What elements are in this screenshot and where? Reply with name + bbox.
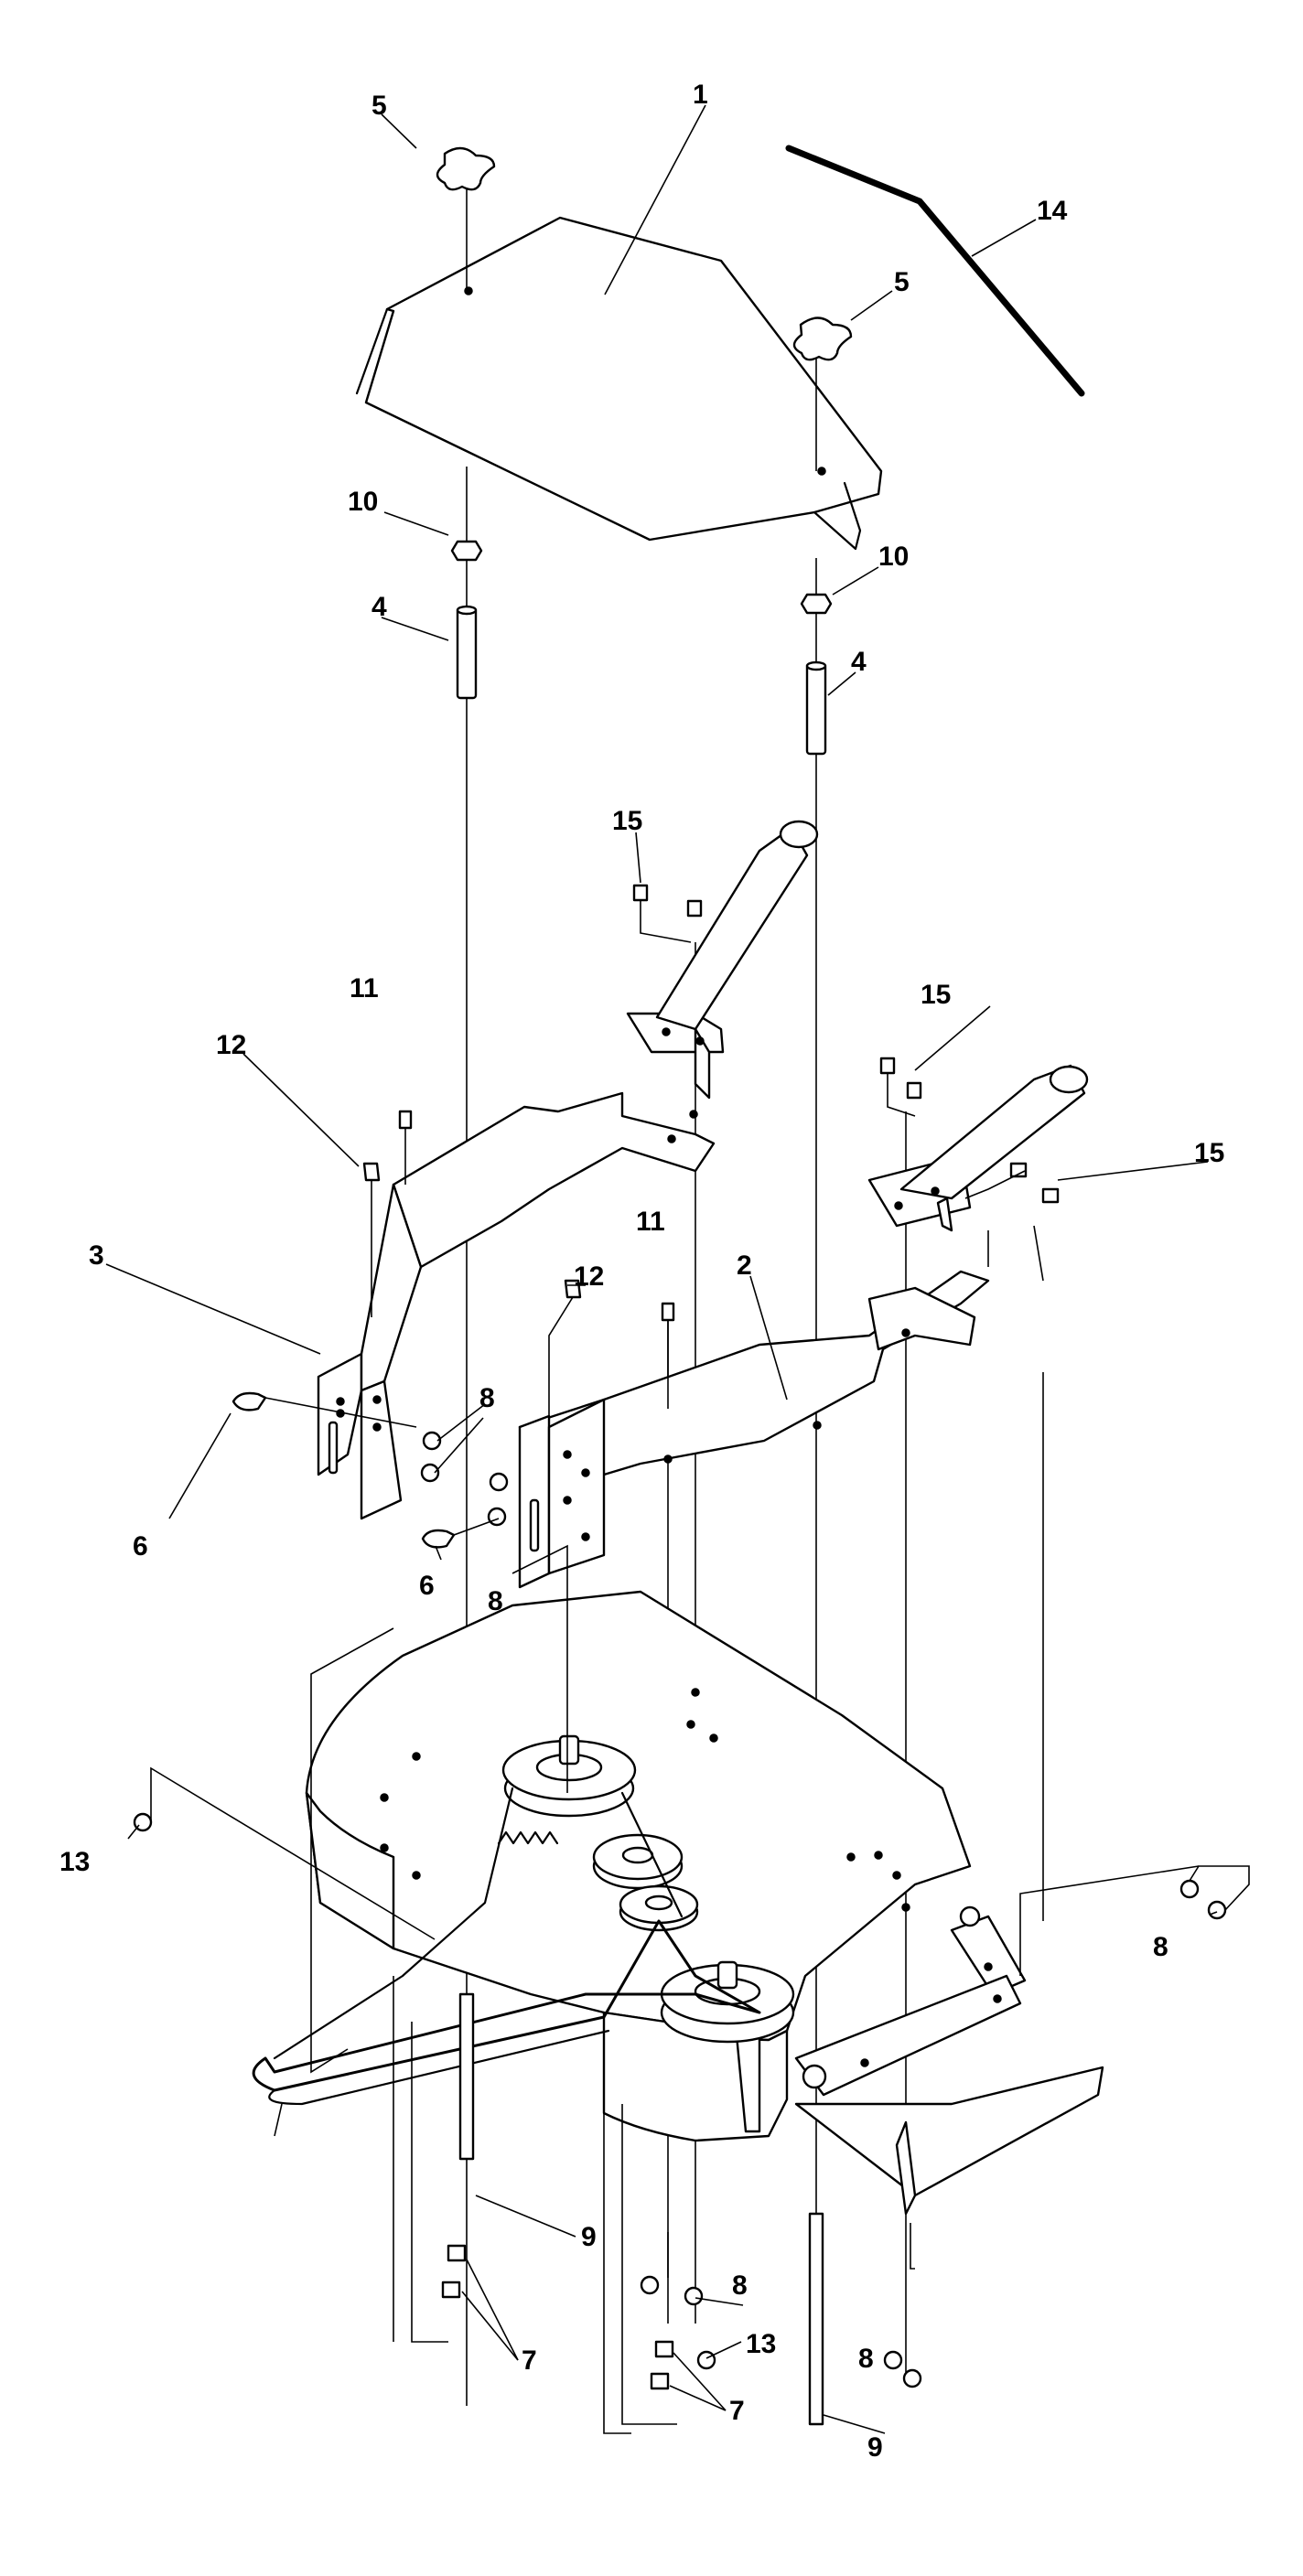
handle-rod-part (785, 145, 1085, 397)
mower-deck-housing (305, 1590, 1104, 2216)
handle-mount-upper (626, 820, 819, 1100)
callout-5-right: 5 (894, 267, 910, 297)
callout-labels: 1 5 5 14 10 10 4 4 15 15 15 11 11 12 12 … (59, 80, 1224, 2463)
callout-3: 3 (89, 1240, 104, 1271)
drive-pulley-large (501, 1734, 637, 1818)
callout-4-right: 4 (851, 647, 867, 677)
bolt-parts-15 (632, 884, 1060, 1204)
drive-belt (252, 1787, 761, 2106)
deck-latch-bracket (794, 1905, 1027, 2097)
callout-8-lower-right: 8 (858, 2344, 874, 2374)
callout-7-left: 7 (522, 2345, 537, 2376)
spacer-part-left (456, 605, 478, 700)
knob-part-left (436, 146, 496, 191)
callout-8-upper-left: 8 (479, 1383, 495, 1413)
callout-11-middle: 11 (636, 1207, 665, 1237)
top-cover-part (355, 216, 883, 551)
knob-part-right (792, 317, 853, 361)
callout-7-right: 7 (729, 2396, 745, 2426)
callout-15-right: 15 (1194, 1138, 1224, 1168)
mounting-bracket-part-3 (317, 1091, 716, 1520)
callout-9-right: 9 (867, 2432, 883, 2463)
callout-8-upper-middle: 8 (488, 1586, 503, 1616)
idler-pulley-small (619, 1884, 699, 1932)
callout-12-middle: 12 (574, 1261, 604, 1292)
callout-10-right: 10 (878, 542, 909, 572)
nut-part-left (450, 540, 483, 562)
callout-6-left: 6 (133, 1531, 148, 1562)
callout-9-left: 9 (581, 2222, 597, 2252)
spacer-part-right (805, 660, 827, 756)
callout-1: 1 (693, 80, 708, 110)
fasteners-upper (232, 1110, 675, 1549)
callout-11-left: 11 (350, 973, 379, 1004)
callout-2: 2 (737, 1250, 752, 1281)
callout-14: 14 (1037, 196, 1068, 226)
callout-6-middle: 6 (419, 1571, 435, 1601)
callout-15-middle: 15 (921, 980, 951, 1010)
callout-leader-lines (105, 104, 1218, 2434)
callout-12-left: 12 (216, 1030, 246, 1060)
callout-10-left: 10 (348, 487, 378, 517)
callout-13-left: 13 (59, 1847, 90, 1877)
tension-spring (497, 1830, 559, 1845)
callout-4-left: 4 (372, 592, 387, 622)
idler-pulley (592, 1833, 684, 1890)
callout-13-lower: 13 (746, 2329, 776, 2359)
callout-8-right: 8 (1153, 1932, 1168, 1962)
nut-part-right (800, 593, 833, 615)
callout-8-lower-middle: 8 (732, 2270, 748, 2301)
mounting-bracket-part-2 (518, 1270, 990, 1589)
assembly-guide-lines (310, 1225, 1044, 2434)
callout-5-left: 5 (372, 91, 387, 121)
callout-15-top: 15 (612, 806, 642, 836)
handle-mount-lower (867, 1064, 1089, 1232)
